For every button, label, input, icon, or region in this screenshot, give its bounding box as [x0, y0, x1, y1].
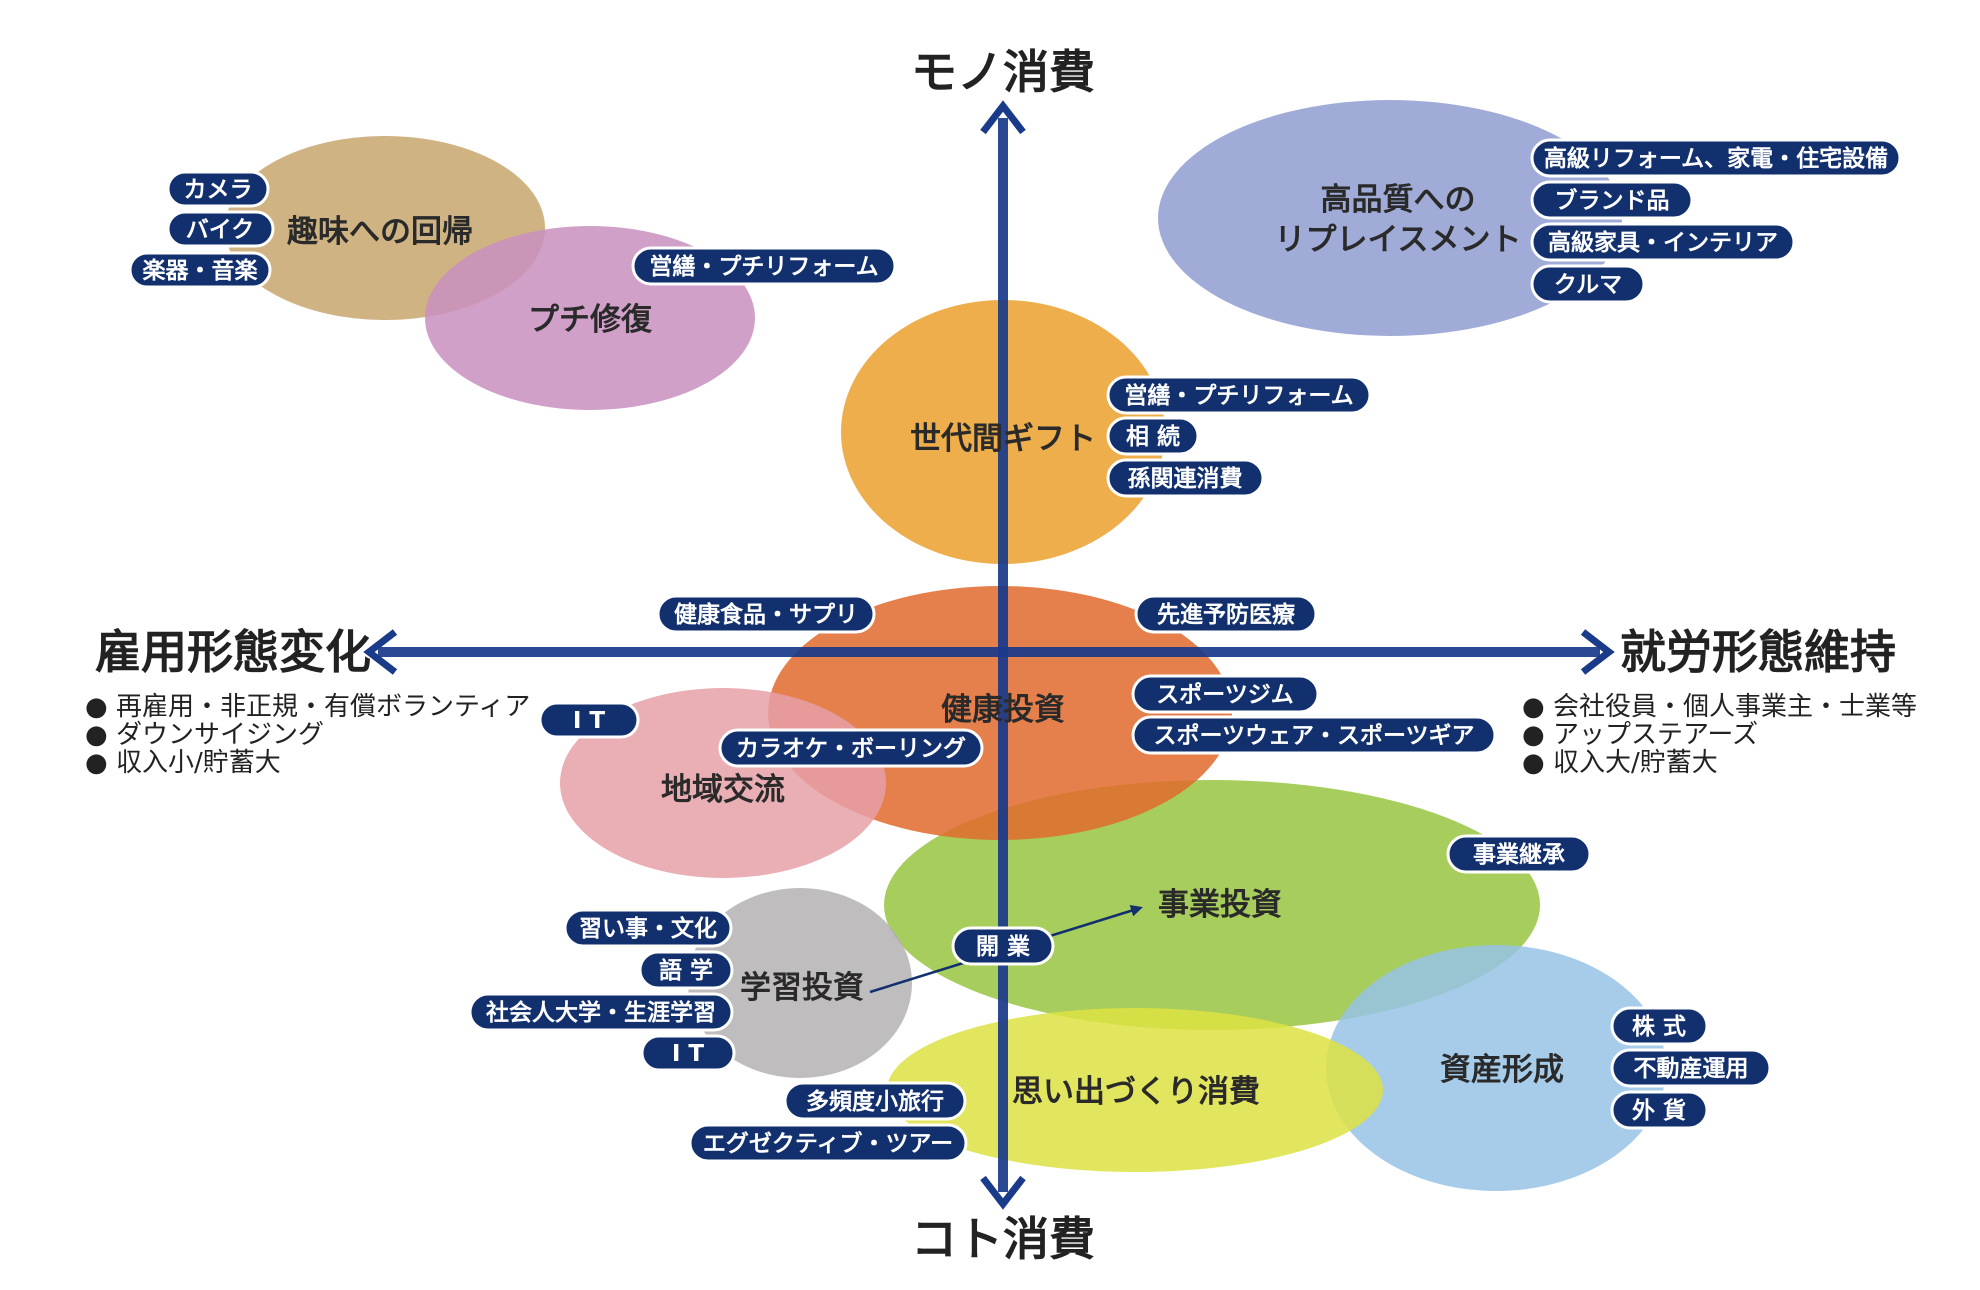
svg-text:I T: I T — [573, 708, 606, 734]
svg-text:習い事・文化: 習い事・文化 — [579, 915, 717, 942]
right-note-3: ● 収入大/貯蓄大 — [1522, 748, 1718, 778]
memory-label: 思い出づくり消費 — [1012, 1074, 1260, 1110]
tag-inheritance: 相 続 — [1106, 416, 1200, 456]
svg-text:不動産運用: 不動産運用 — [1634, 1055, 1749, 1082]
tag-music: 楽器・音楽 — [128, 251, 272, 289]
tag-startup: 開 業 — [951, 926, 1055, 966]
tag-sports-gym: スポーツジム — [1131, 674, 1320, 714]
learning-label: 学習投資 — [740, 970, 864, 1006]
tag-lessons: 習い事・文化 — [563, 908, 733, 948]
svg-text:楽器・音楽: 楽器・音楽 — [143, 257, 258, 284]
hobby-label: 趣味への回帰 — [287, 214, 473, 250]
axis-label-left: 雇用形態変化 — [95, 625, 371, 679]
tag-stocks: 株 式 — [1610, 1006, 1709, 1046]
assets-ellipse — [1326, 945, 1666, 1191]
tag-executive-tour: エグゼクティブ・ツアー — [688, 1123, 968, 1163]
community-label: 地域交流 — [661, 772, 785, 808]
tag-it-community: I T — [538, 701, 640, 739]
svg-text:I T: I T — [672, 1041, 705, 1067]
assets-label: 資産形成 — [1440, 1052, 1564, 1088]
tag-gift-reform: 営繕・プチリフォーム — [1106, 375, 1372, 415]
svg-text:株 式: 株 式 — [1632, 1014, 1686, 1040]
tag-luxury-reform: 高級リフォーム、家電・住宅設備 — [1530, 138, 1902, 178]
tag-real-estate: 不動産運用 — [1610, 1048, 1772, 1088]
petit-repair-label: プチ修復 — [528, 302, 653, 338]
svg-text:高級リフォーム、家電・住宅設備: 高級リフォーム、家電・住宅設備 — [1544, 145, 1888, 172]
left-note-1: ● 再雇用・非正規・有償ボランティア — [85, 692, 530, 722]
health-label: 健康投資 — [941, 692, 1065, 728]
right-note-2: ● アップステアーズ — [1522, 720, 1758, 750]
tag-brand: ブランド品 — [1530, 180, 1694, 220]
svg-text:外 貨: 外 貨 — [1632, 1097, 1686, 1124]
svg-text:クルマ: クルマ — [1554, 272, 1622, 298]
tag-luxury-furniture: 高級家具・インテリア — [1530, 222, 1796, 262]
svg-text:語 学: 語 学 — [659, 957, 713, 984]
svg-text:カメラ: カメラ — [184, 177, 253, 203]
arrow-up — [980, 100, 1026, 135]
axis-label-top: モノ消費 — [911, 45, 1095, 99]
left-note-3: ● 収入小/貯蓄大 — [85, 748, 281, 778]
svg-text:ブランド品: ブランド品 — [1555, 187, 1670, 214]
tag-foreign-currency: 外 貨 — [1610, 1090, 1709, 1130]
tag-language: 語 学 — [638, 950, 734, 990]
svg-text:社会人大学・生涯学習: 社会人大学・生涯学習 — [486, 999, 716, 1026]
axis-label-bottom: コト消費 — [911, 1212, 1095, 1266]
tag-grandchild: 孫関連消費 — [1106, 458, 1265, 498]
svg-text:スポーツウェア・スポーツギア: スポーツウェア・スポーツギア — [1153, 722, 1474, 749]
svg-text:事業継承: 事業継承 — [1473, 841, 1565, 868]
tag-health-food: 健康食品・サプリ — [656, 594, 876, 634]
replacement-label-line2: リプレイスメント — [1274, 222, 1521, 258]
right-note-1: ● 会社役員・個人事業主・士業等 — [1522, 692, 1917, 722]
arrow-left — [363, 629, 398, 675]
tag-university: 社会人大学・生涯学習 — [468, 992, 734, 1032]
svg-text:スポーツジム: スポーツジム — [1156, 681, 1294, 708]
business-ellipse — [884, 780, 1540, 1030]
svg-text:カラオケ・ボーリング: カラオケ・ボーリング — [736, 735, 966, 762]
tag-short-trips: 多頻度小旅行 — [783, 1081, 967, 1121]
gift-label: 世代間ギフト — [910, 421, 1096, 457]
business-label: 事業投資 — [1158, 887, 1282, 923]
svg-text:開 業: 開 業 — [976, 933, 1031, 960]
svg-text:孫関連消費: 孫関連消費 — [1128, 465, 1243, 492]
svg-text:営繕・プチリフォーム: 営繕・プチリフォーム — [1124, 382, 1353, 409]
tag-petit-reform: 営繕・プチリフォーム — [631, 246, 897, 286]
arrow-down — [980, 1175, 1026, 1210]
svg-text:エグゼクティブ・ツアー: エグゼクティブ・ツアー — [703, 1130, 953, 1157]
svg-text:相 続: 相 続 — [1126, 423, 1180, 450]
tag-car: クルマ — [1530, 264, 1646, 304]
tag-karaoke: カラオケ・ボーリング — [718, 728, 984, 768]
left-note-2: ● ダウンサイジング — [85, 720, 324, 750]
axis-label-right: 就労形態維持 — [1620, 625, 1896, 679]
svg-text:バイク: バイク — [186, 217, 255, 243]
svg-text:多頻度小旅行: 多頻度小旅行 — [806, 1088, 944, 1115]
replacement-ellipse — [1158, 100, 1622, 336]
arrow-right — [1580, 629, 1615, 675]
svg-text:先進予防医療: 先進予防医療 — [1157, 601, 1296, 628]
tag-succession: 事業継承 — [1446, 834, 1592, 874]
svg-text:高級家具・インテリア: 高級家具・インテリア — [1548, 229, 1778, 256]
tag-preventive-medicine: 先進予防医療 — [1134, 594, 1318, 634]
svg-text:営繕・プチリフォーム: 営繕・プチリフォーム — [649, 253, 878, 280]
tag-camera: カメラ — [166, 170, 270, 208]
tag-sports-wear: スポーツウェア・スポーツギア — [1131, 715, 1497, 755]
tag-it-learning: I T — [640, 1034, 736, 1072]
tag-bike: バイク — [166, 210, 275, 248]
learning-ellipse — [688, 888, 912, 1078]
svg-text:健康食品・サプリ: 健康食品・サプリ — [674, 601, 858, 628]
memory-ellipse — [887, 1008, 1383, 1172]
replacement-label-line1: 高品質への — [1321, 182, 1476, 218]
